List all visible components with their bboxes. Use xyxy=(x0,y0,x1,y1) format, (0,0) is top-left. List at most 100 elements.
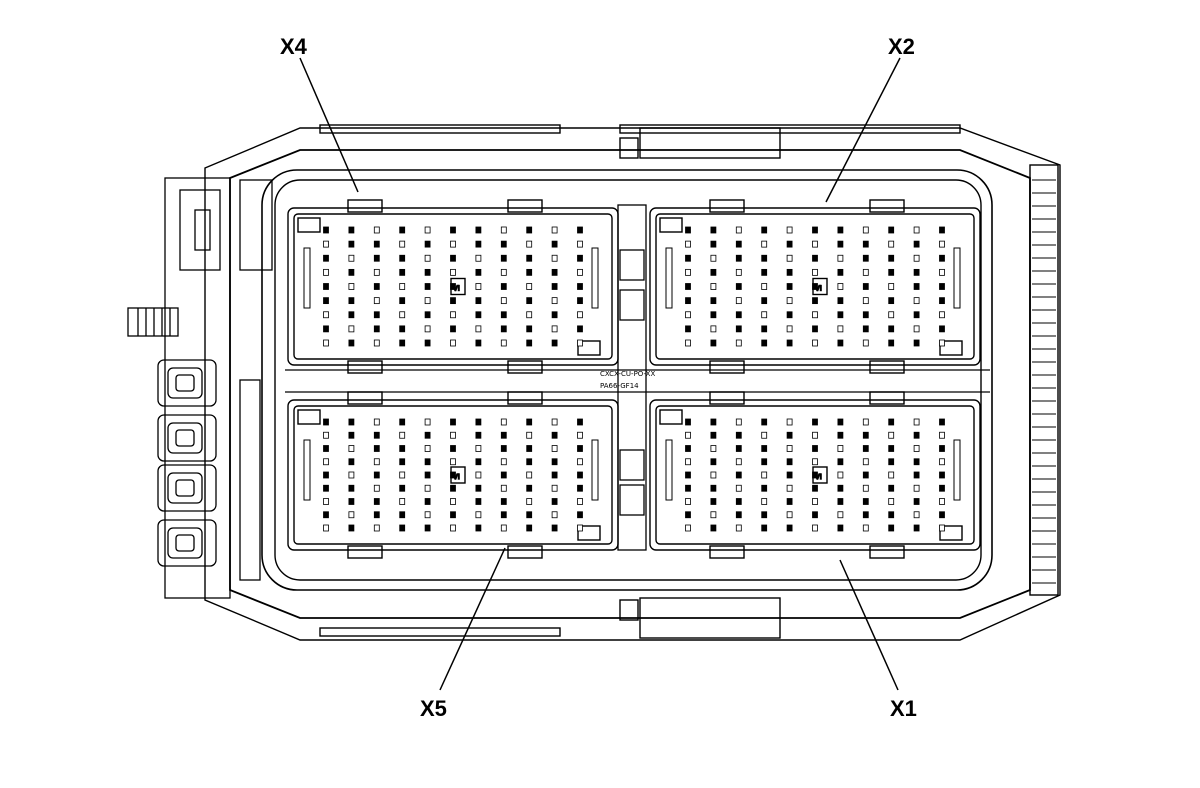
pin xyxy=(551,445,558,452)
pin xyxy=(373,458,380,466)
pin xyxy=(888,325,895,333)
pin xyxy=(939,471,945,479)
pin xyxy=(526,339,533,347)
pin xyxy=(577,471,583,479)
pin xyxy=(710,484,717,492)
pin xyxy=(551,458,558,466)
pin xyxy=(399,431,406,439)
pin xyxy=(475,431,482,439)
pin xyxy=(323,283,329,290)
pin xyxy=(888,283,895,290)
pin xyxy=(424,268,431,276)
pin xyxy=(399,297,406,305)
pin xyxy=(373,524,380,532)
pin xyxy=(551,226,558,234)
pin xyxy=(685,524,691,532)
level-mark: VI xyxy=(453,473,460,481)
pin xyxy=(913,458,920,466)
connector-block-x2: VI xyxy=(649,199,981,374)
pin xyxy=(450,240,456,248)
pin xyxy=(577,226,583,234)
pin xyxy=(577,283,583,290)
pin xyxy=(399,283,406,290)
pin xyxy=(913,311,920,319)
pin xyxy=(348,458,355,466)
pin xyxy=(424,524,431,532)
pin xyxy=(348,339,355,347)
pin xyxy=(710,458,717,466)
pin xyxy=(399,471,406,479)
pin xyxy=(888,418,895,426)
pin xyxy=(710,311,717,319)
pin xyxy=(399,498,406,505)
pin xyxy=(735,445,742,452)
pin xyxy=(526,484,533,492)
pin xyxy=(450,498,456,505)
inner-rim xyxy=(261,169,993,591)
pin xyxy=(348,325,355,333)
pin xyxy=(551,524,558,532)
pin xyxy=(812,498,818,505)
pin xyxy=(913,418,920,426)
pin xyxy=(913,484,920,492)
pin xyxy=(475,484,482,492)
pin xyxy=(323,339,329,347)
pin xyxy=(786,471,793,479)
pin xyxy=(735,418,742,426)
right-ribbed-edge xyxy=(1029,164,1059,596)
pin xyxy=(450,511,456,519)
pin xyxy=(500,431,507,439)
pin xyxy=(888,226,895,234)
pin xyxy=(373,418,380,426)
pin xyxy=(424,254,431,262)
pin xyxy=(551,498,558,505)
pin xyxy=(685,311,691,319)
pin xyxy=(735,283,742,290)
pin xyxy=(526,240,533,248)
pin xyxy=(888,484,895,492)
pin xyxy=(685,418,691,426)
pin xyxy=(685,240,691,248)
pin xyxy=(450,283,456,290)
pin xyxy=(862,226,869,234)
pin xyxy=(710,445,717,452)
pin xyxy=(939,226,945,234)
pin xyxy=(399,254,406,262)
pin xyxy=(551,471,558,479)
pin xyxy=(399,339,406,347)
pin xyxy=(710,254,717,262)
pin xyxy=(500,240,507,248)
pin xyxy=(812,283,818,290)
pin xyxy=(577,458,583,466)
pin xyxy=(373,297,380,305)
pin xyxy=(348,254,355,262)
pin xyxy=(475,325,482,333)
pin xyxy=(526,418,533,426)
pin xyxy=(348,524,355,532)
pin xyxy=(888,339,895,347)
pin xyxy=(761,524,768,532)
pin xyxy=(475,311,482,319)
pin xyxy=(551,484,558,492)
pin xyxy=(685,339,691,347)
pin xyxy=(761,283,768,290)
pin xyxy=(913,240,920,248)
pin xyxy=(837,431,844,439)
pin xyxy=(577,511,583,519)
pin xyxy=(399,524,406,532)
pin xyxy=(577,254,583,262)
pin xyxy=(735,254,742,262)
pin xyxy=(735,458,742,466)
left-plug xyxy=(157,414,217,462)
pin xyxy=(837,498,844,505)
pin xyxy=(685,254,691,262)
pin xyxy=(577,297,583,305)
pin xyxy=(735,226,742,234)
pin xyxy=(348,226,355,234)
pin xyxy=(888,268,895,276)
pin xyxy=(348,511,355,519)
pin xyxy=(526,311,533,319)
pin xyxy=(888,511,895,519)
pin xyxy=(551,339,558,347)
pin xyxy=(475,339,482,347)
